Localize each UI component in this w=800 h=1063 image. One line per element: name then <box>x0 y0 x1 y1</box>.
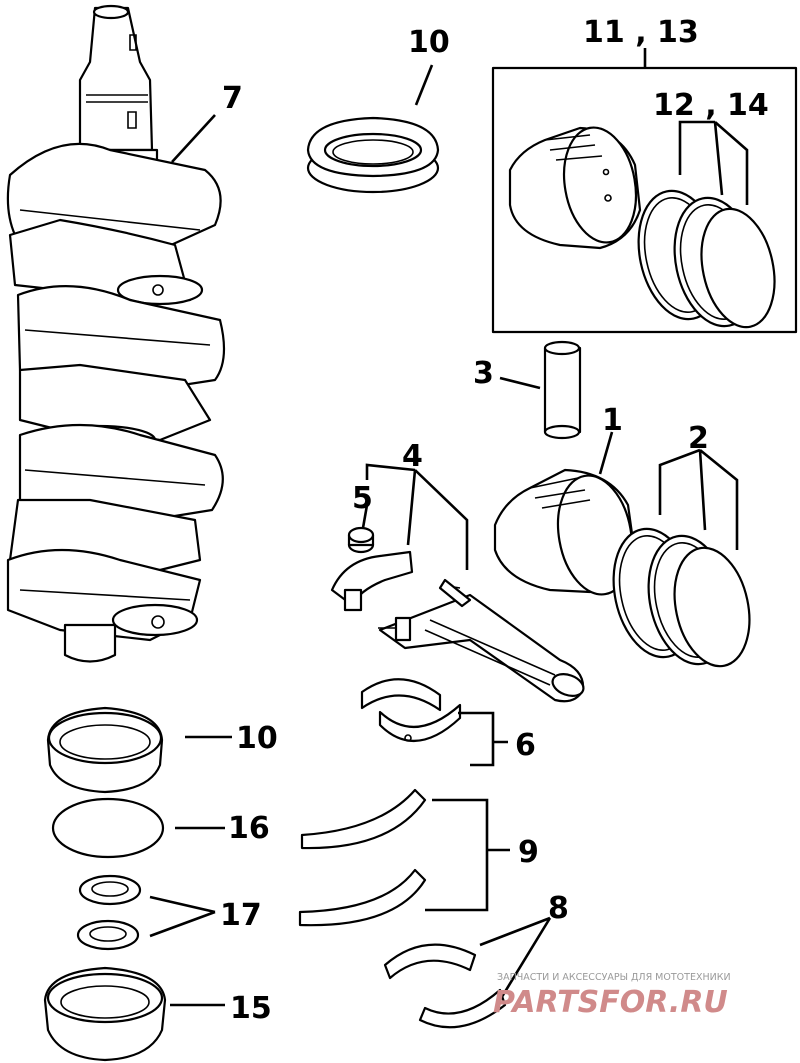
callout-17: 17 <box>220 898 262 933</box>
main-bearing <box>383 943 507 1029</box>
callout-7: 7 <box>222 81 243 116</box>
callout-3: 3 <box>473 356 494 391</box>
piston-pin <box>543 340 582 440</box>
piston-lower <box>493 468 637 596</box>
small-seals <box>76 874 142 951</box>
callout-9: 9 <box>518 835 539 870</box>
callout-10-lower: 10 <box>236 721 278 756</box>
callout-1: 1 <box>602 403 623 438</box>
oil-seal-top <box>306 116 440 194</box>
callout-12-14: 12 , 14 <box>653 88 769 123</box>
needle-bearing <box>347 526 375 554</box>
callout-4: 4 <box>402 439 423 474</box>
bearing-cap <box>43 966 167 1062</box>
callout-labels: 7 10 11 , 13 12 , 14 3 1 2 4 5 6 10 16 9… <box>220 15 769 1026</box>
callout-5: 5 <box>352 481 373 516</box>
callout-6: 6 <box>515 728 536 763</box>
watermark-tagline: ЗАПЧАСТИ И АКСЕССУАРЫ ДЛЯ МОТОТЕХНИКИ <box>497 972 731 983</box>
leader-lines <box>149 48 749 1007</box>
callout-8: 8 <box>548 891 569 926</box>
piston-rings-upper <box>637 189 776 329</box>
connecting-rod <box>330 550 585 703</box>
o-ring <box>51 797 165 859</box>
piston-rings-lower <box>612 527 751 668</box>
callout-2: 2 <box>688 421 709 456</box>
crankshaft <box>6 4 226 663</box>
rod-bearing-shells <box>360 678 462 743</box>
oil-seal-lower <box>46 706 164 794</box>
watermark-site: PARTSFOR.RU <box>493 985 728 1020</box>
callout-10-top: 10 <box>408 25 450 60</box>
piston-upper <box>508 126 642 250</box>
callout-15: 15 <box>230 991 272 1026</box>
watermark: ЗАПЧАСТИ И АКСЕССУАРЫ ДЛЯ МОТОТЕХНИКИ PA… <box>493 972 731 1020</box>
thrust-washers <box>298 788 427 927</box>
callout-11-13: 11 , 13 <box>583 15 699 50</box>
callout-16: 16 <box>228 811 270 846</box>
